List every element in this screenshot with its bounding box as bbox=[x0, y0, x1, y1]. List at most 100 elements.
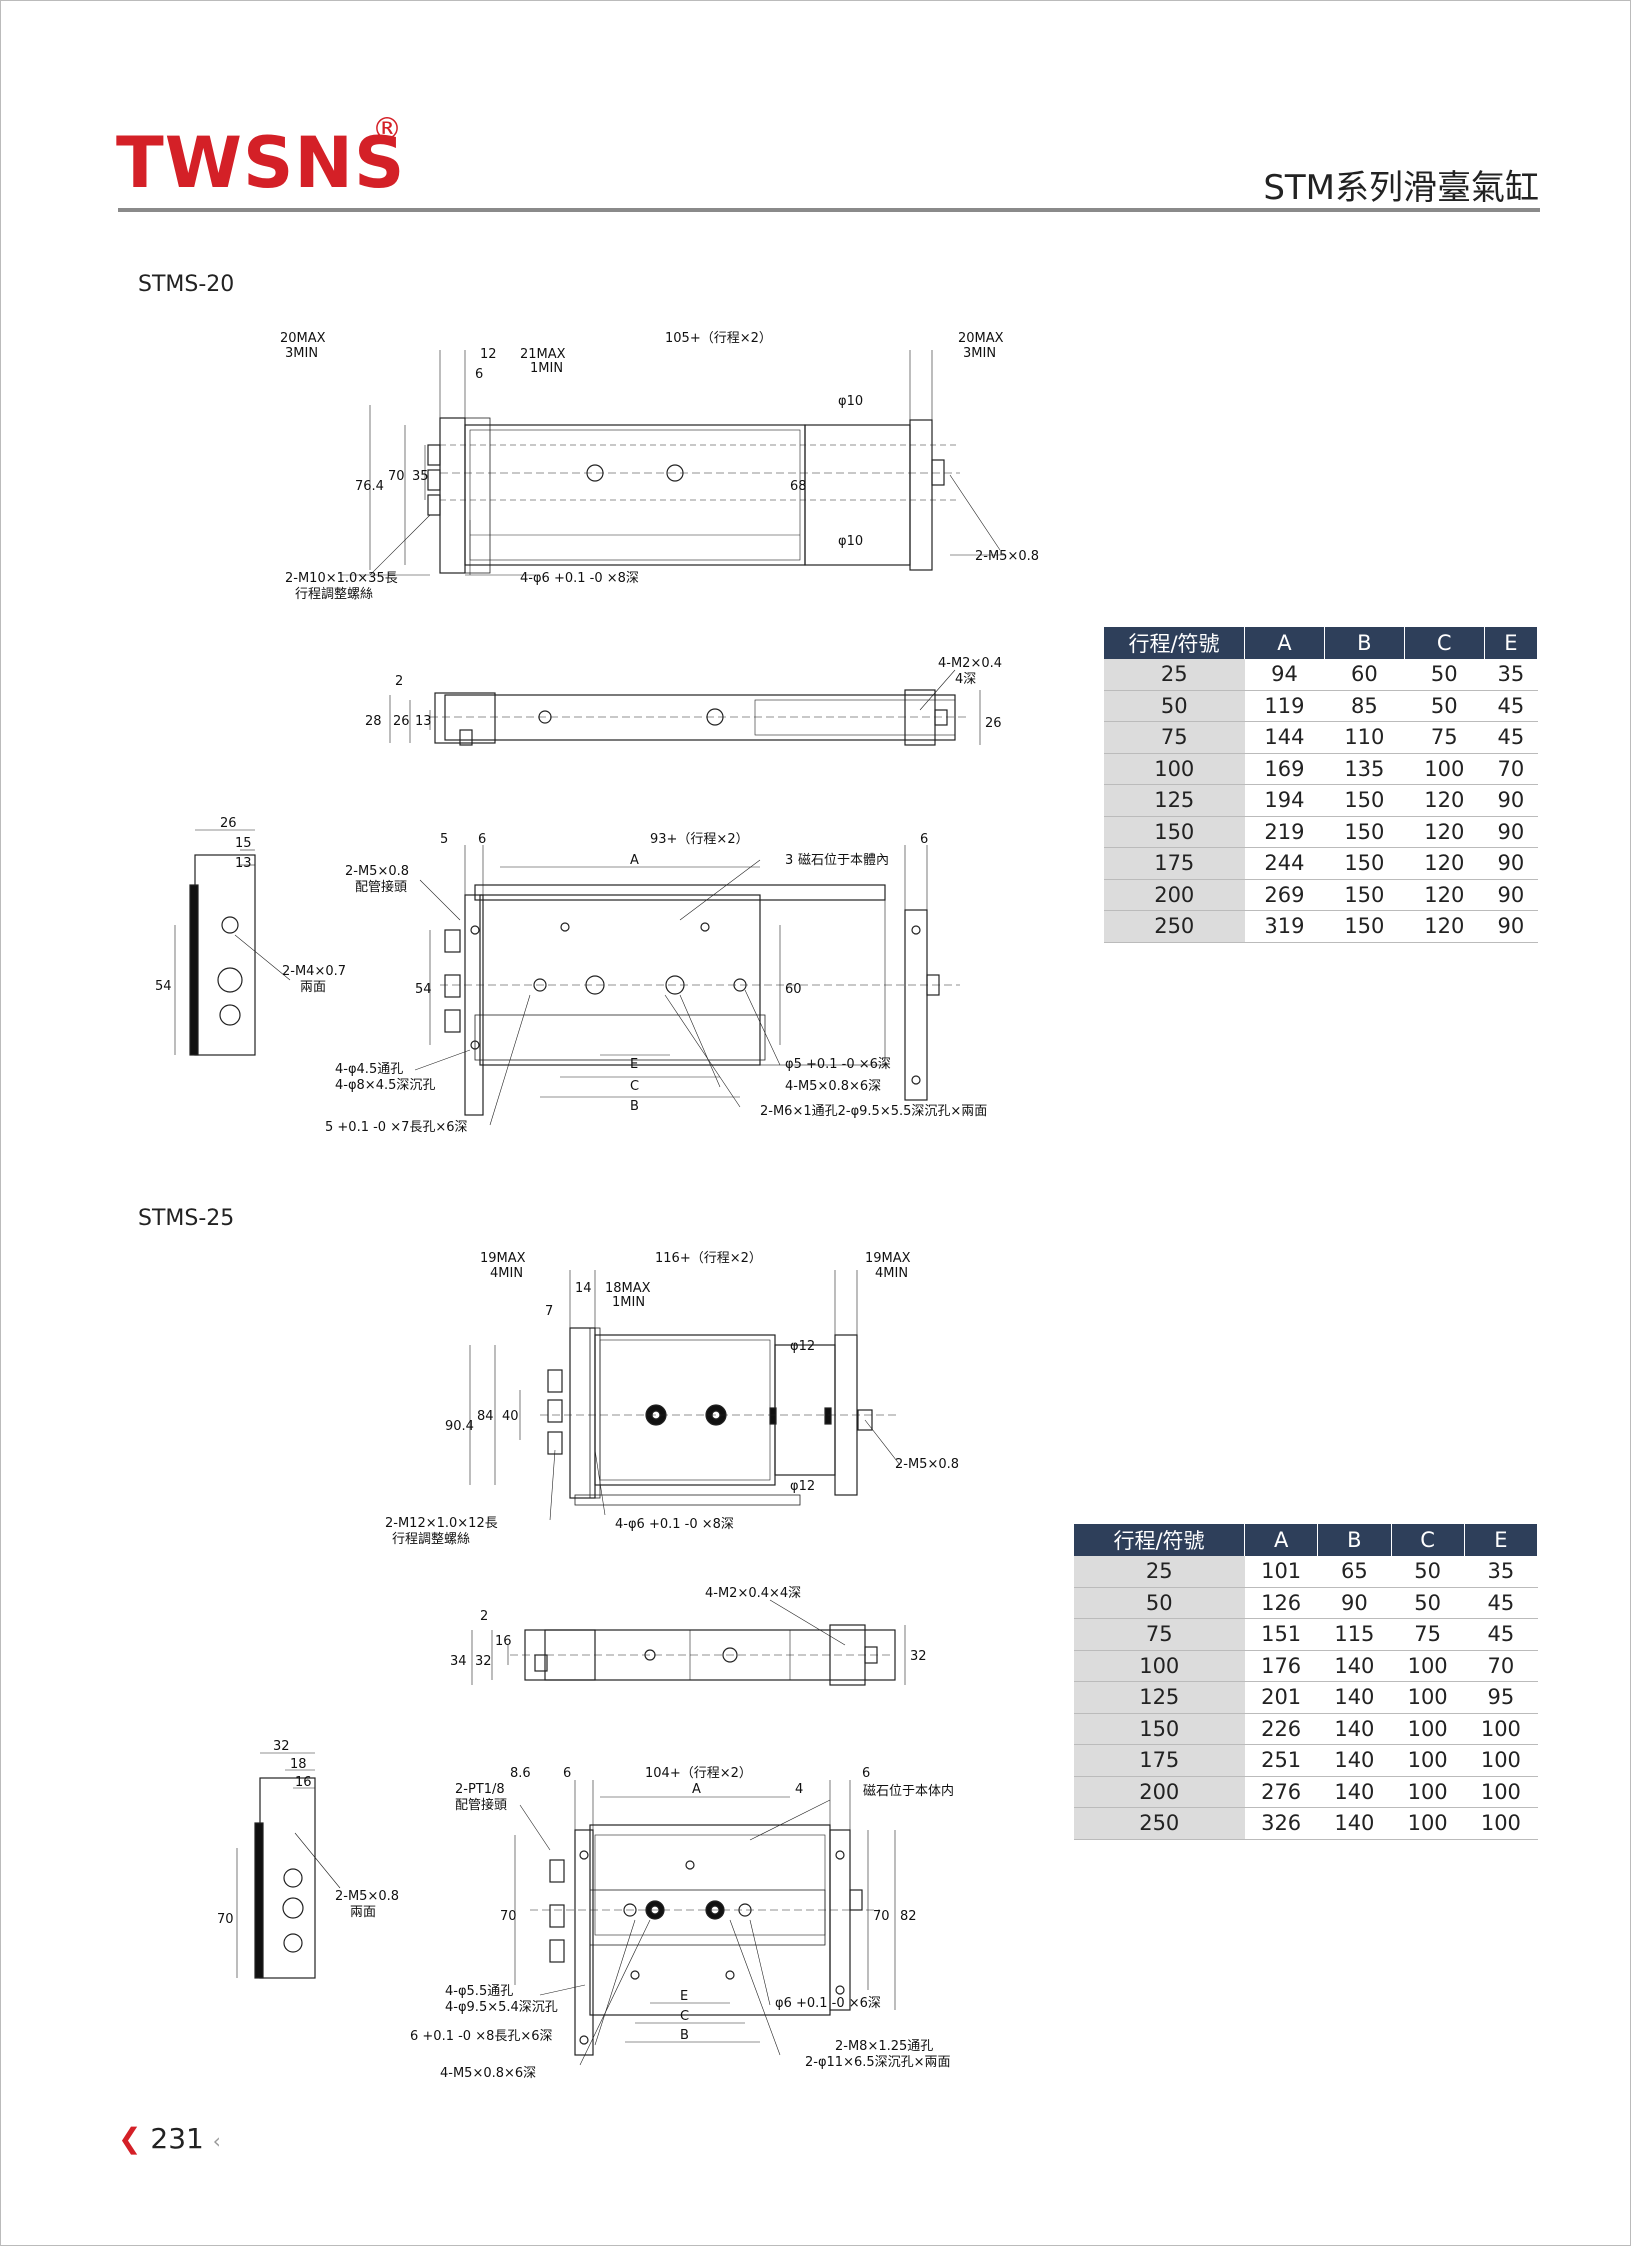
series-title: STM系列滑臺氣缸 bbox=[1263, 168, 1539, 208]
dim-screw-note: 行程調整螺絲 bbox=[392, 1532, 470, 1547]
end-54: 54 bbox=[155, 979, 172, 994]
table-header: E bbox=[1464, 1524, 1539, 1556]
table-cell: 100 bbox=[1391, 1650, 1465, 1682]
table-cell: 100 bbox=[1404, 753, 1485, 785]
dim-21max: 21MAX bbox=[520, 347, 566, 362]
registered-mark: ® bbox=[372, 112, 402, 147]
dim-90-4: 90.4 bbox=[445, 1419, 474, 1434]
plan-6-right: 6 bbox=[862, 1766, 870, 1781]
table-cell: 326 bbox=[1244, 1807, 1318, 1840]
plan-m8: 2-M8×1.25通孔 bbox=[835, 2039, 933, 2054]
end-32: 32 bbox=[273, 1739, 290, 1754]
table-cell: 150 bbox=[1104, 816, 1245, 848]
stms-20-side-view: 28 26 13 2 26 4-M2×0.4 4深 bbox=[360, 655, 1020, 775]
chevron-left-icon: ❮ bbox=[118, 2122, 142, 2155]
plan-5: 5 bbox=[440, 832, 448, 847]
model-label-stms-25: STMS-25 bbox=[138, 1206, 235, 1231]
table-cell: 140 bbox=[1317, 1650, 1391, 1682]
dim-m5: 2-M5×0.8 bbox=[895, 1457, 959, 1472]
dim-holes: 4-φ6 +0.1 -0 ×8深 bbox=[615, 1517, 734, 1532]
table-cell: 100 bbox=[1464, 1744, 1538, 1777]
dim-phi12-a: φ12 bbox=[790, 1339, 815, 1354]
dim-phi10-b: φ10 bbox=[838, 534, 863, 549]
table-cell: 150 bbox=[1324, 784, 1405, 817]
table-cell: 151 bbox=[1244, 1618, 1318, 1651]
table-cell: 50 bbox=[1391, 1556, 1465, 1588]
plan-magnet: 磁石位于本體內 bbox=[798, 853, 889, 868]
table-header: A bbox=[1244, 627, 1325, 659]
dim-phi12-b: φ12 bbox=[790, 1479, 815, 1494]
table-cell: 75 bbox=[1404, 721, 1485, 754]
table-cell: 100 bbox=[1074, 1650, 1245, 1682]
table-cell: 75 bbox=[1074, 1618, 1245, 1651]
dim-7: 7 bbox=[545, 1304, 553, 1319]
table-cell: 319 bbox=[1244, 910, 1325, 943]
table-cell: 35 bbox=[1484, 659, 1538, 691]
plan-3: 3 bbox=[785, 853, 793, 868]
dim-length: 116+（行程×2） bbox=[655, 1251, 762, 1266]
stms-20-plan-view: 5 6 93+（行程×2） 6 A 3 磁石位于本體內 2-M5×0.8 配管接… bbox=[320, 825, 1040, 1145]
table-cell: 150 bbox=[1324, 879, 1405, 911]
table-cell: 244 bbox=[1244, 847, 1325, 880]
dim-12: 12 bbox=[480, 347, 497, 362]
table-cell: 120 bbox=[1404, 847, 1485, 880]
plan-c: C bbox=[630, 1079, 639, 1094]
table-cell: 250 bbox=[1104, 910, 1245, 943]
side-16: 16 bbox=[495, 1634, 512, 1649]
table-cell: 100 bbox=[1391, 1807, 1465, 1840]
plan-e: E bbox=[680, 1989, 688, 2004]
stms-20-end-view: 26 15 13 54 2-M4×0.7 兩面 bbox=[150, 815, 380, 1075]
plan-magnet: 磁石位于本体内 bbox=[863, 1783, 954, 1799]
table-cell: 90 bbox=[1484, 784, 1538, 817]
end-26: 26 bbox=[220, 816, 237, 831]
plan-6: 6 bbox=[563, 1766, 571, 1781]
side-m2: 4-M2×0.4 bbox=[938, 656, 1002, 671]
table-cell: 120 bbox=[1404, 910, 1485, 943]
table-cell: 140 bbox=[1317, 1713, 1391, 1745]
dim-20max-right: 20MAX bbox=[958, 331, 1004, 346]
table-cell: 100 bbox=[1464, 1807, 1538, 1840]
plan-pt-fitting: 配管接頭 bbox=[455, 1797, 507, 1813]
plan-m5-depth: 4-M5×0.8×6深 bbox=[440, 2066, 536, 2081]
table-cell: 94 bbox=[1244, 659, 1325, 691]
table-cell: 140 bbox=[1317, 1681, 1391, 1714]
plan-b: B bbox=[630, 1099, 639, 1114]
plan-70-right: 70 bbox=[873, 1909, 890, 1924]
dim-screw: 2-M10×1.0×35長 bbox=[285, 571, 398, 586]
table-cell: 100 bbox=[1104, 753, 1245, 785]
dim-4min-left: 4MIN bbox=[490, 1266, 523, 1281]
table-cell: 25 bbox=[1074, 1556, 1245, 1588]
dim-1min: 1MIN bbox=[530, 361, 563, 376]
table-cell: 60 bbox=[1324, 659, 1405, 691]
dim-20max-left: 20MAX bbox=[280, 331, 326, 346]
dim-76-4: 76.4 bbox=[355, 479, 384, 494]
plan-54: 54 bbox=[415, 982, 432, 997]
plan-a: A bbox=[692, 1782, 701, 1797]
table-cell: 201 bbox=[1244, 1681, 1318, 1714]
table-cell: 140 bbox=[1317, 1807, 1391, 1840]
table-cell: 135 bbox=[1324, 753, 1405, 785]
table-cell: 150 bbox=[1074, 1713, 1245, 1745]
table-cell: 110 bbox=[1324, 721, 1405, 754]
plan-m6: 2-M6×1通孔2-φ9.5×5.5深沉孔×兩面 bbox=[760, 1104, 987, 1119]
table-cell: 90 bbox=[1484, 879, 1538, 911]
plan-phi5: φ5 +0.1 -0 ×6深 bbox=[785, 1057, 891, 1072]
end-m4: 2-M4×0.7 bbox=[282, 964, 346, 979]
table-cell: 200 bbox=[1074, 1776, 1245, 1808]
plan-m5-fitting: 配管接頭 bbox=[355, 879, 407, 895]
table-cell: 100 bbox=[1391, 1744, 1465, 1777]
end-18: 18 bbox=[290, 1757, 307, 1772]
table-header: A bbox=[1244, 1524, 1319, 1556]
table-header: 行程/符號 bbox=[1104, 627, 1245, 659]
side-2: 2 bbox=[480, 1609, 488, 1624]
plan-phi6: φ6 +0.1 -0 ×6深 bbox=[775, 1996, 881, 2011]
plan-m5-depth: 4-M5×0.8×6深 bbox=[785, 1079, 881, 1094]
end-m4-both: 兩面 bbox=[300, 980, 326, 995]
